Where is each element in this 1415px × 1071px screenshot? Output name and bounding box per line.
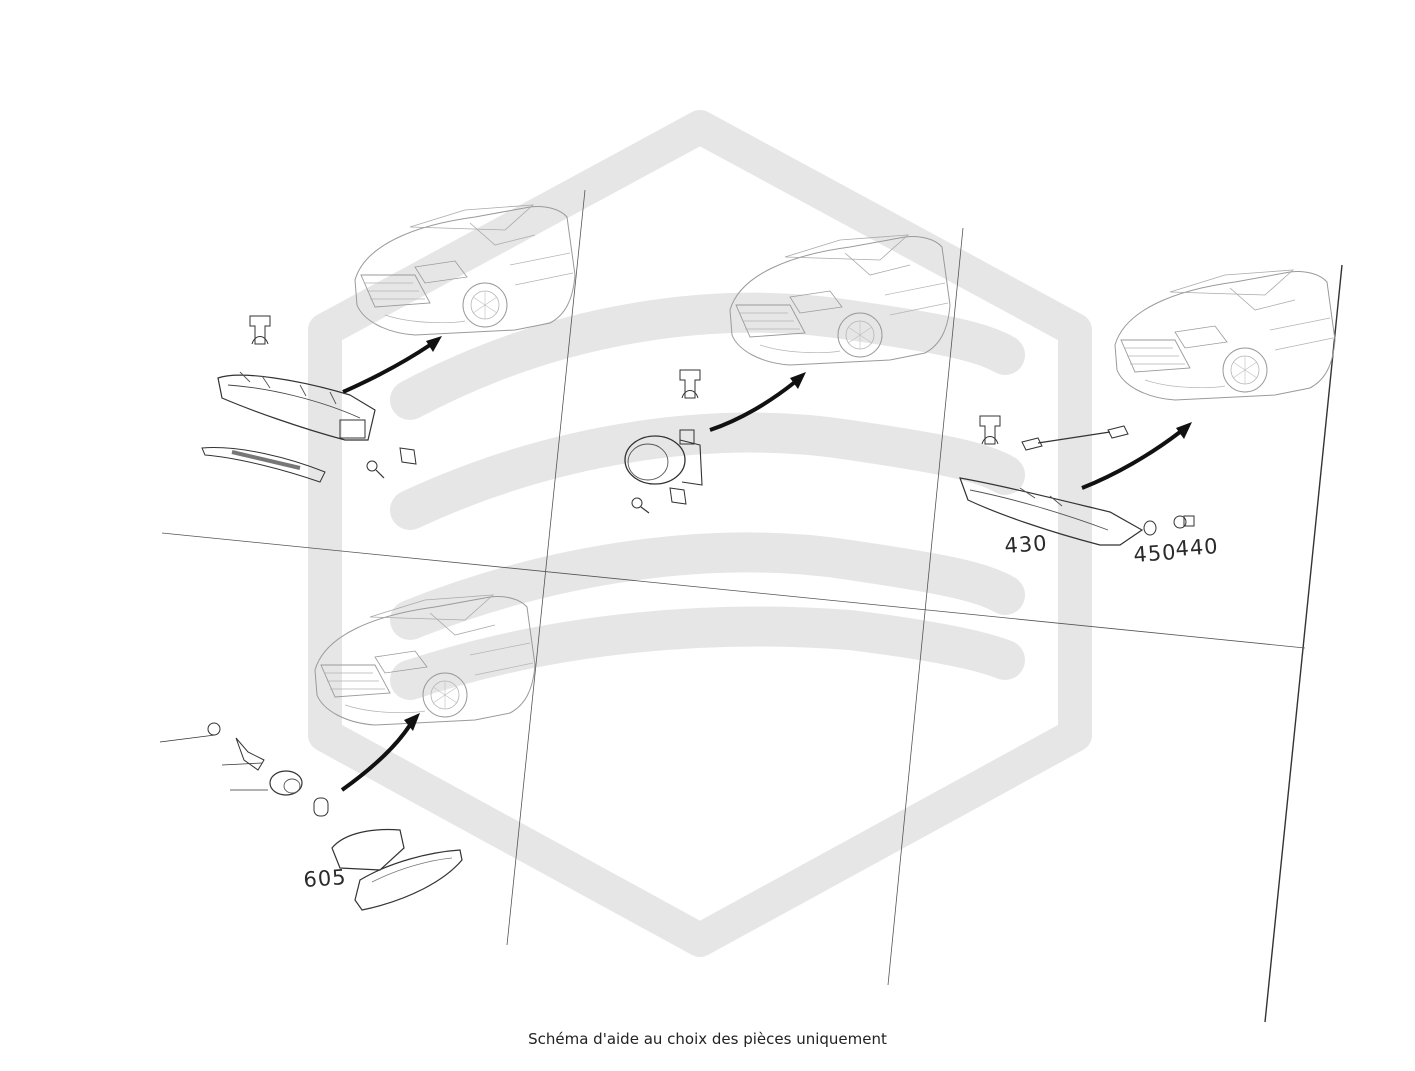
part-label-605: 605 bbox=[303, 865, 348, 892]
connector-symbol bbox=[979, 415, 1001, 445]
connector-symbol bbox=[679, 369, 701, 399]
daytime-running-light-assembly bbox=[217, 371, 376, 441]
turn-signal-housing-605 bbox=[331, 828, 463, 911]
bolt-440 bbox=[1173, 515, 1195, 529]
pointer-arrow bbox=[1081, 430, 1182, 490]
panel-dividers bbox=[161, 189, 1343, 1023]
arrow-head bbox=[426, 336, 442, 352]
arrow-head bbox=[1176, 422, 1192, 439]
connector-symbol bbox=[249, 315, 271, 345]
side-marker-lamp-430 bbox=[959, 477, 1144, 546]
part-label-450: 450 bbox=[1133, 540, 1178, 567]
car-outline bbox=[1114, 269, 1336, 401]
panel-bottom-left: 605 bbox=[159, 594, 536, 911]
diagram-caption: Schéma d'aide au choix des pièces unique… bbox=[528, 1030, 887, 1048]
pointer-arrow bbox=[342, 343, 432, 394]
clip bbox=[669, 487, 687, 505]
part-label-440: 440 bbox=[1175, 534, 1220, 561]
trim-strip bbox=[201, 447, 326, 483]
fastener-screw bbox=[366, 460, 385, 479]
washer-450 bbox=[1143, 520, 1157, 536]
clip bbox=[399, 447, 417, 465]
fog-lamp bbox=[624, 429, 703, 486]
pointer-arrow bbox=[340, 723, 412, 792]
bulb-socket-assembly bbox=[159, 722, 329, 817]
panel-top-left bbox=[201, 204, 576, 483]
arrow-head bbox=[404, 713, 420, 731]
pointer-arrow bbox=[709, 380, 797, 432]
arrow-head bbox=[790, 372, 806, 389]
part-label-430: 430 bbox=[1004, 531, 1049, 558]
watermark-logo bbox=[308, 110, 1092, 957]
panel-top-center bbox=[624, 234, 951, 514]
reference-tabs bbox=[1021, 425, 1129, 451]
panel-top-right: 430 450 440 bbox=[959, 269, 1336, 567]
fastener-screw bbox=[631, 497, 650, 514]
